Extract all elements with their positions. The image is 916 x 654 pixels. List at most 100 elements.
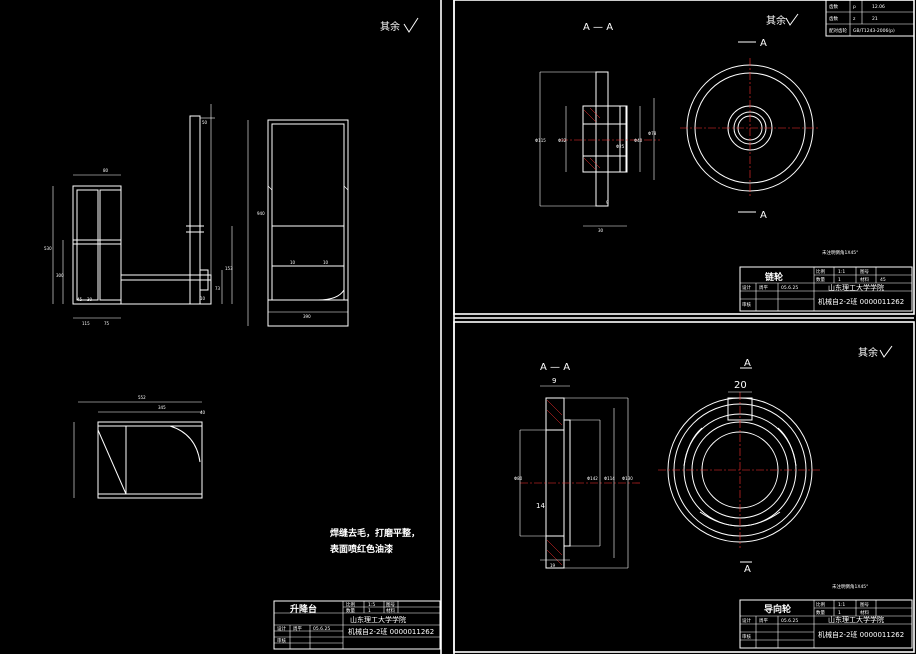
dim-label: 10 (290, 260, 296, 265)
spec-cell: 配对齿轮 (829, 27, 847, 34)
section-arrow-label: A (760, 210, 767, 221)
title-block-cell: 1:1 (838, 602, 845, 608)
dim-label: 19 (550, 563, 556, 568)
title-block-cell: 周平 (759, 618, 768, 624)
dim-label: 300 (56, 273, 64, 278)
front-view: 80 530 300 45 30 115 75 50 153 73 10 (44, 104, 233, 326)
section-label: A — A (583, 22, 613, 33)
dim-label: Φ130 (622, 476, 633, 481)
title-block-cell: 设计 (277, 625, 286, 632)
dim-label: 9 (606, 200, 609, 205)
title-block-cell: 05.6.25 (781, 618, 798, 624)
dim-label: Φ78 (648, 131, 657, 136)
title-block-cell: 审核 (742, 301, 751, 308)
title-block-cell: 材料 (860, 276, 869, 283)
dim-label: 115 (82, 321, 90, 326)
title-block-cell: 周平 (759, 285, 768, 291)
dim-label: 73 (215, 286, 221, 291)
roughness-symbol (879, 345, 893, 358)
guide-wheel-section-view: 9 Φ80 Φ114 Φ130 Φ142 14 19 (514, 377, 640, 569)
title-block-cell: 设计 (742, 284, 751, 291)
spec-cell: GB/T1243-2006(p) (853, 28, 895, 34)
roughness-symbol (785, 13, 799, 26)
title-block-org: 山东理工大学学院 (828, 283, 884, 292)
section-arrow-label: A (760, 38, 767, 49)
bottom-right-sheet: 其余 A — A 9 Φ80 (514, 345, 913, 649)
dim-label: Φ115 (535, 138, 546, 143)
dim-label: 45 (77, 297, 83, 302)
top-right-sheet: 齿数 p 12.06 齿数 z 21 配对齿轮 GB/T1243-2006(p)… (535, 0, 915, 312)
dim-label: Φ25 (616, 144, 625, 149)
dim-label: 14 (536, 502, 545, 510)
plan-view: 552 345 40 (73, 395, 206, 499)
section-arrow-label: A (744, 358, 751, 369)
section-arrow-label: A (744, 564, 751, 575)
dim-label: 552 (138, 395, 146, 400)
spec-cell: p (853, 5, 856, 10)
title-block-cell: 周平 (293, 626, 302, 632)
guide-wheel-end-view: 20 A A (658, 358, 822, 575)
dim-label: Φ142 (587, 476, 598, 481)
title-block-bottom-right: 导向轮 山东理工大学学院 机械自2-2班 0000011262 比例 1:1 图… (739, 599, 913, 649)
dim-label: 75 (104, 321, 110, 326)
title-block-cell: 设计 (742, 617, 751, 624)
title-block-cell: 比例 (816, 268, 825, 275)
dim-label: 30 (598, 228, 604, 233)
title-block-cell: 1:1 (838, 269, 845, 275)
spec-cell: 齿数 (829, 3, 838, 10)
title-block-name: 升降台 (290, 603, 317, 615)
title-block-cell: 数量 (346, 607, 355, 614)
title-block-cell: 材料 (386, 607, 395, 614)
title-block-cell: 1:5 (368, 602, 375, 608)
spec-table: 齿数 p 12.06 齿数 z 21 配对齿轮 GB/T1243-2006(p) (825, 0, 915, 37)
title-block-cell: 数量 (816, 609, 825, 616)
title-block-cell: 1 (368, 608, 371, 614)
title-block-cell: 1 (838, 277, 841, 283)
sprocket-section-view: Φ115 Φ32 Φ40 Φ25 9 30 Φ78 (535, 71, 660, 233)
dim-label: 390 (303, 314, 311, 319)
title-block-cell: 比例 (346, 601, 355, 608)
spec-cell: 12.06 (872, 4, 885, 10)
title-block-cell: 图号 (860, 269, 869, 275)
roughness-note: 其余 (858, 346, 878, 359)
sprocket-end-view: A A (680, 38, 820, 221)
technical-note-line: 表面喷红色油漆 (329, 543, 393, 555)
title-block-cell: 审核 (277, 637, 286, 644)
title-block-top-right: 链轮 山东理工大学学院 机械自2-2班 0000011262 比例 1:1 图号… (739, 266, 913, 312)
spec-cell: 21 (872, 16, 878, 22)
title-block-org: 山东理工大学学院 (828, 615, 884, 624)
title-block-cell: 数量 (816, 276, 825, 283)
dim-label: 530 (44, 246, 52, 251)
title-block-name: 链轮 (765, 271, 783, 283)
title-block-class: 机械自2-2班 0000011262 (348, 627, 434, 636)
title-block-cell: 比例 (816, 601, 825, 608)
dim-label: 940 (257, 211, 265, 216)
section-label: A — A (540, 362, 570, 373)
dim-label: 345 (158, 405, 166, 410)
title-block-org: 山东理工大学学院 (350, 615, 406, 624)
spec-cell: z (853, 17, 856, 22)
spec-cell: 齿数 (829, 15, 838, 22)
roughness-note: 其余 (766, 14, 786, 27)
roughness-symbol (403, 17, 419, 33)
sheet-frames (440, 0, 915, 654)
dim-label: 153 (225, 266, 233, 271)
title-block-cell: 图号 (860, 602, 869, 608)
dim-label: Φ80 (514, 476, 523, 481)
dim-label: 80 (103, 168, 109, 173)
title-block-cell: 45 (880, 277, 886, 283)
title-block-cell: 审核 (742, 633, 751, 640)
chamfer-note: 未注明倒角1X45° (832, 583, 868, 590)
dim-label: 30 (87, 297, 93, 302)
title-block-cell: 05.6.25 (781, 285, 798, 291)
roughness-note: 其余 (380, 20, 400, 33)
dim-label: 40 (200, 410, 206, 415)
title-block-cell: 图号 (386, 602, 395, 608)
dim-label: 10 (323, 260, 329, 265)
dim-label: 50 (202, 120, 208, 125)
dim-label: 20 (734, 380, 747, 391)
left-sheet: 其余 80 530 300 45 (44, 17, 441, 650)
dim-label: 10 (200, 296, 206, 301)
